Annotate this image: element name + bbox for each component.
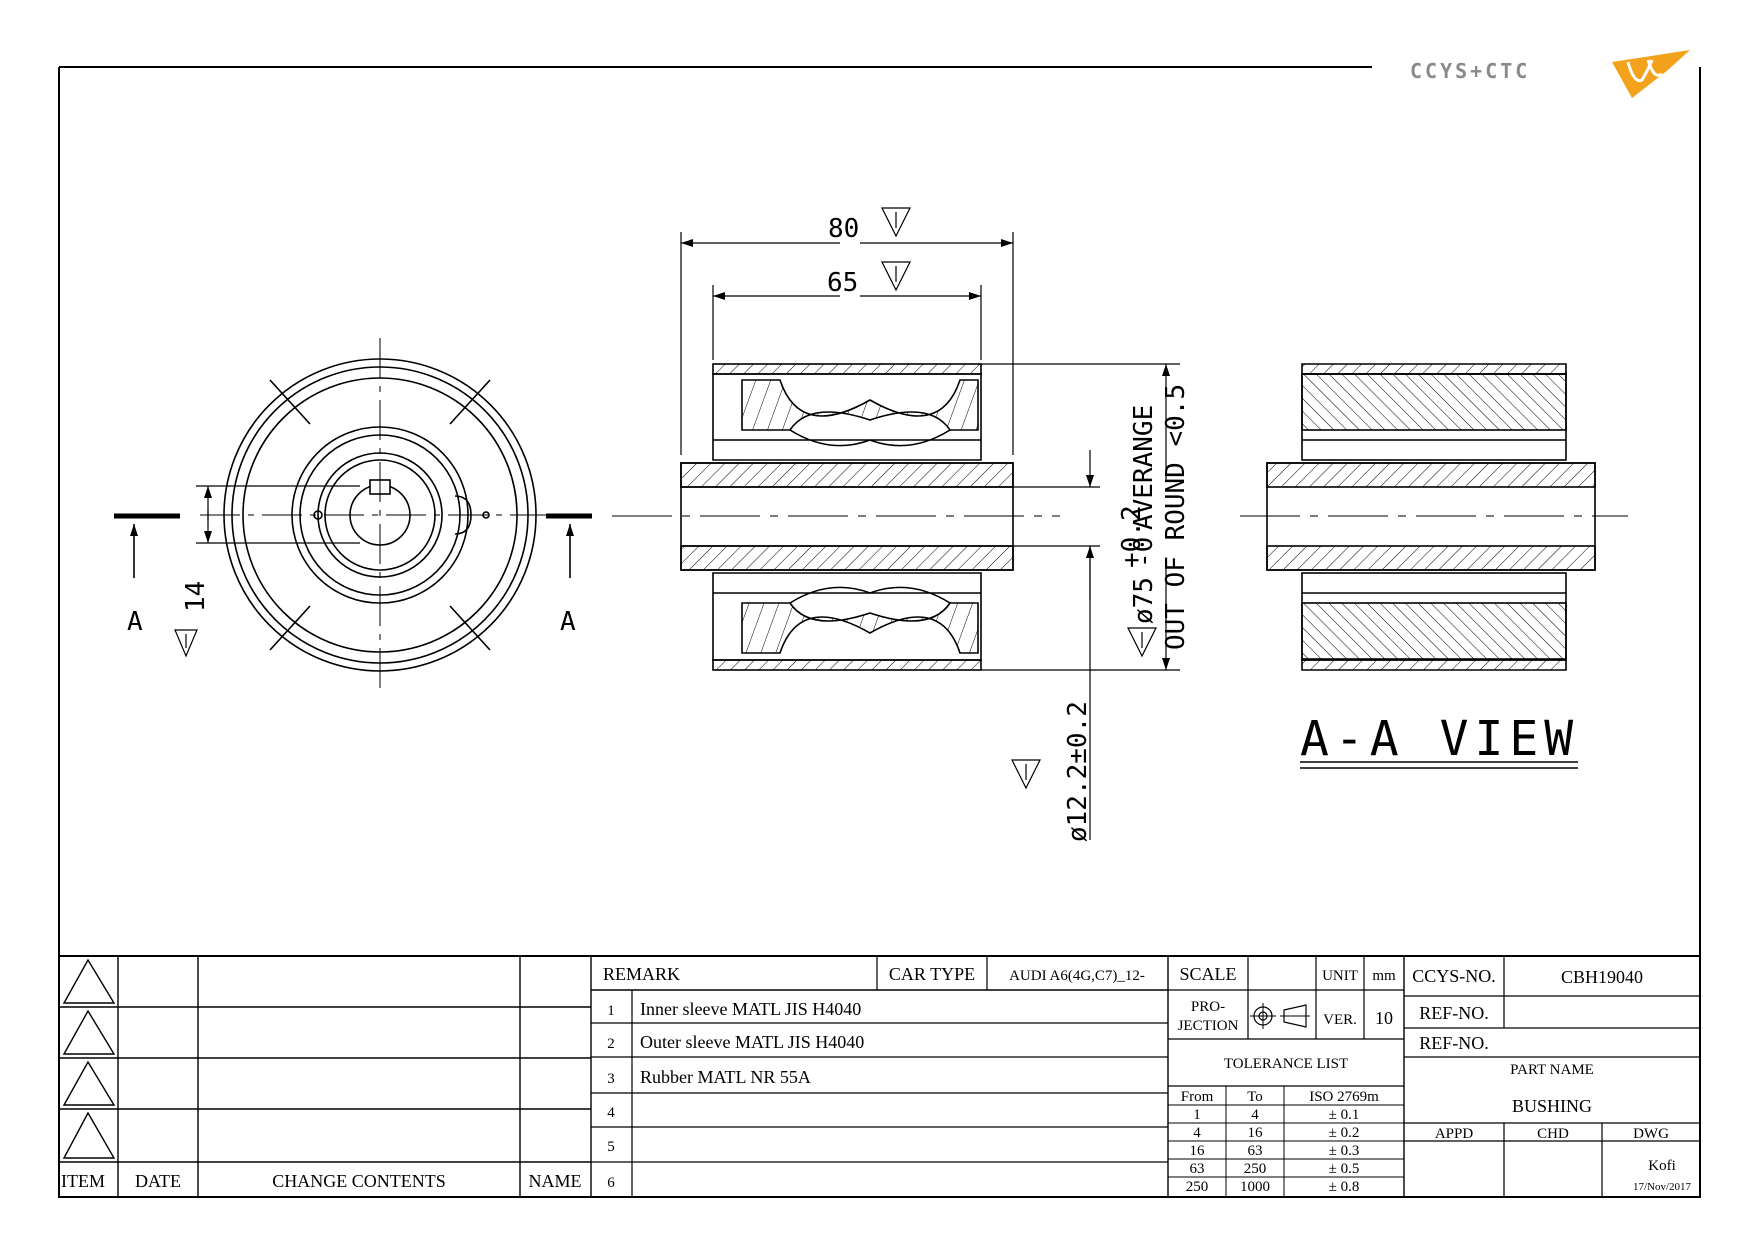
tol-to-2: 16 (1248, 1125, 1264, 1141)
item-no-6: 6 (607, 1175, 615, 1191)
tol-to-5: 1000 (1240, 1179, 1270, 1195)
end-view (200, 338, 560, 692)
section-mark-a-right: A (560, 607, 576, 637)
rev-header-item: ITEM (61, 1171, 105, 1191)
title-block (58, 955, 1701, 1198)
tol-from-4: 63 (1190, 1161, 1205, 1177)
out-of-round-note: OUT OF ROUND <0.5 (1161, 384, 1191, 650)
tol-header-from: From (1181, 1089, 1214, 1105)
scale-label: SCALE (1179, 964, 1236, 984)
dwg-name: Kofi (1648, 1158, 1676, 1174)
tol-to-3: 63 (1248, 1143, 1263, 1159)
tol-val-5: ± 0.8 (1329, 1179, 1360, 1195)
rev-header-change: CHANGE CONTENTS (272, 1171, 446, 1191)
slot-width-dimension (174, 485, 360, 658)
item-no-5: 5 (607, 1139, 615, 1155)
unit-label: UNIT (1322, 968, 1358, 984)
tolerance-title: TOLERANCE LIST (1224, 1056, 1348, 1072)
ver-label: VER. (1323, 1012, 1357, 1028)
item-no-1: 1 (607, 1003, 615, 1019)
aa-section-view (1240, 363, 1628, 671)
section-mark-a-left: A (127, 607, 143, 637)
tol-to-1: 4 (1251, 1107, 1259, 1123)
part-name-label: PART NAME (1510, 1062, 1594, 1078)
bore-dimension (1011, 450, 1100, 840)
item-text-1: Inner sleeve MATL JIS H4040 (640, 999, 861, 1019)
tol-to-4: 250 (1244, 1161, 1267, 1177)
company-logo: CCYS+CTC (1410, 50, 1690, 98)
tol-val-1: ± 0.1 (1329, 1107, 1360, 1123)
tol-val-2: ± 0.2 (1329, 1125, 1360, 1141)
chd-label: CHD (1537, 1126, 1569, 1142)
unit-value: mm (1372, 968, 1396, 984)
outer-diameter-dimension (981, 363, 1180, 671)
outer-diameter-value: ø75 (1129, 577, 1159, 624)
item-no-2: 2 (607, 1036, 615, 1052)
length-65-dimension (712, 261, 982, 360)
car-type-value: AUDI A6(4G,C7)_12- (1009, 968, 1145, 984)
ccys-no-value: CBH19040 (1561, 967, 1643, 987)
tol-from-3: 16 (1190, 1143, 1206, 1159)
remark-label: REMARK (603, 964, 680, 984)
car-type-label: CAR TYPE (889, 964, 975, 984)
length-65-value: 65 (827, 268, 858, 298)
rev-header-date: DATE (135, 1171, 181, 1191)
dwg-label: DWG (1633, 1126, 1669, 1142)
outer-diameter-tol-upper: +0.2 (1117, 505, 1147, 568)
item-text-3: Rubber MATL NR 55A (640, 1067, 811, 1087)
length-80-value: 80 (828, 214, 859, 244)
logo-text: CCYS+CTC (1410, 59, 1530, 83)
appd-label: APPD (1435, 1126, 1474, 1142)
ref-no-label-1: REF-NO. (1419, 1003, 1489, 1023)
projection-label-2: JECTION (1178, 1018, 1239, 1034)
tol-header-iso: ISO 2769m (1309, 1089, 1379, 1105)
dwg-date: 17/Nov/2017 (1633, 1181, 1692, 1193)
ccys-no-label: CCYS-NO. (1412, 966, 1496, 986)
ver-value: 10 (1375, 1008, 1393, 1028)
tol-from-1: 1 (1193, 1107, 1201, 1123)
length-80-dimension (680, 207, 1014, 455)
aa-view-label: A-A VIEW (1300, 711, 1579, 767)
bore-value: ø12.2±0.2 (1063, 701, 1093, 842)
item-text-2: Outer sleeve MATL JIS H4040 (640, 1032, 864, 1052)
projection-label-1: PRO- (1191, 999, 1225, 1015)
title-block-text: ITEM DATE CHANGE CONTENTS NAME REMARK CA… (61, 964, 1692, 1195)
tol-from-5: 250 (1186, 1179, 1209, 1195)
ref-no-label-2: REF-NO. (1419, 1033, 1489, 1053)
averange-note: AVERANGE (1129, 405, 1159, 530)
section-cut-marks (114, 513, 592, 578)
tol-from-2: 4 (1193, 1125, 1201, 1141)
slot-width-value: 14 (181, 581, 211, 612)
rev-header-name: NAME (529, 1171, 582, 1191)
item-no-3: 3 (607, 1071, 615, 1087)
part-name-value: BUSHING (1512, 1096, 1592, 1116)
item-no-4: 4 (607, 1105, 615, 1121)
tol-header-to: To (1247, 1089, 1263, 1105)
tol-val-4: ± 0.5 (1329, 1161, 1360, 1177)
outer-diameter-tol-lower: -0 (1129, 537, 1159, 568)
tol-val-3: ± 0.3 (1329, 1143, 1360, 1159)
side-section-view (612, 363, 1060, 671)
